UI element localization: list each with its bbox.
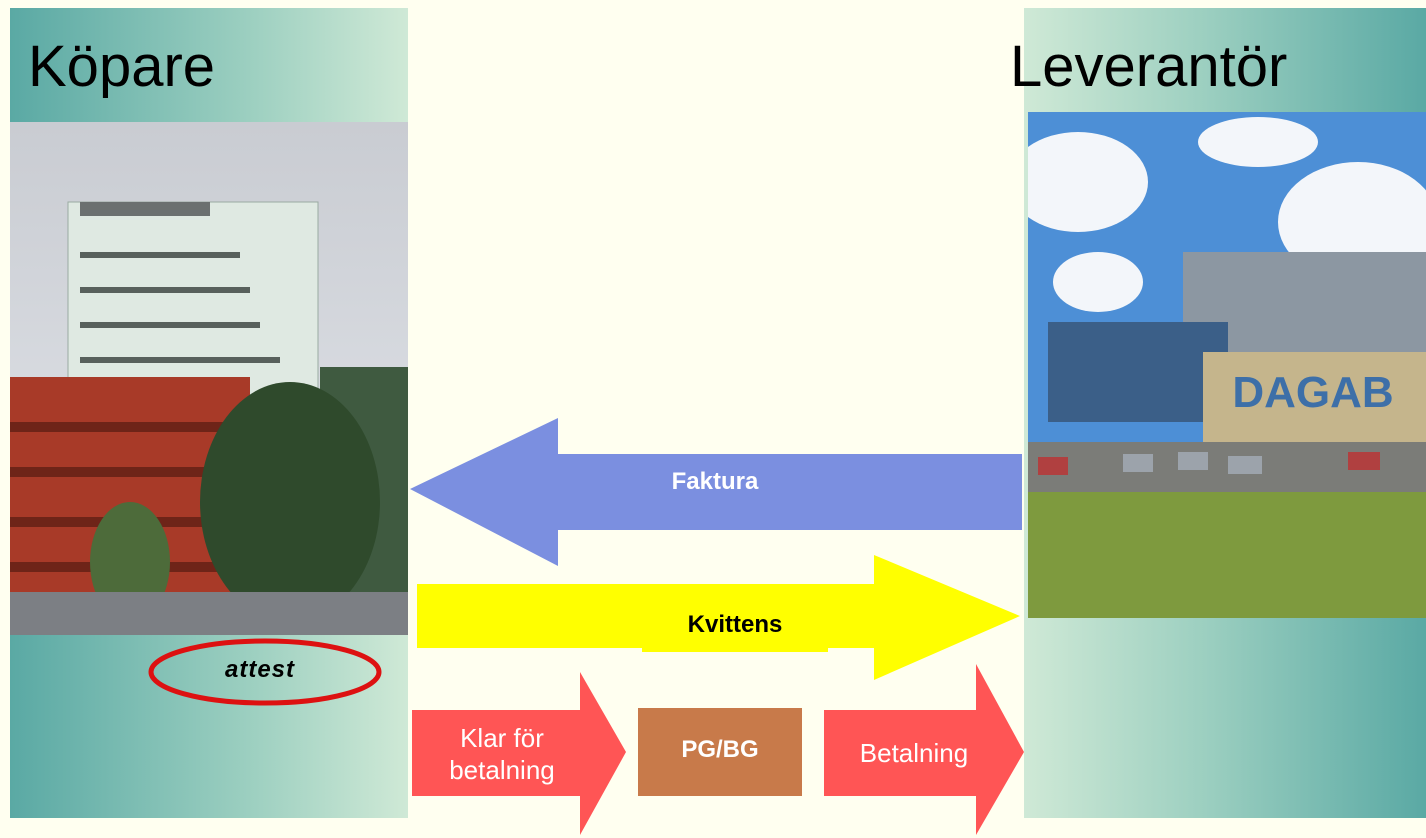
payment-arrow bbox=[824, 664, 1024, 835]
dagab-sign: DAGAB bbox=[1232, 368, 1393, 417]
pgbg-box bbox=[638, 708, 802, 796]
attest-label: attest bbox=[224, 656, 296, 683]
buyer-building-photo bbox=[10, 122, 408, 635]
invoice-label: Faktura bbox=[671, 468, 759, 495]
invoice-arrow bbox=[410, 418, 1022, 566]
ready-for-payment-arrow bbox=[412, 672, 626, 835]
attest-ellipse bbox=[148, 638, 382, 706]
receipt-label: Kvittens bbox=[642, 598, 828, 652]
pgbg-label: PG/BG bbox=[681, 736, 759, 763]
buyer-title: Köpare bbox=[28, 34, 216, 99]
ready-for-payment-label: Klar för betalning bbox=[449, 723, 555, 785]
supplier-title: Leverantör bbox=[1010, 34, 1288, 99]
payment-label: Betalning bbox=[859, 738, 969, 768]
supplier-building-photo: DAGAB bbox=[1028, 112, 1426, 618]
